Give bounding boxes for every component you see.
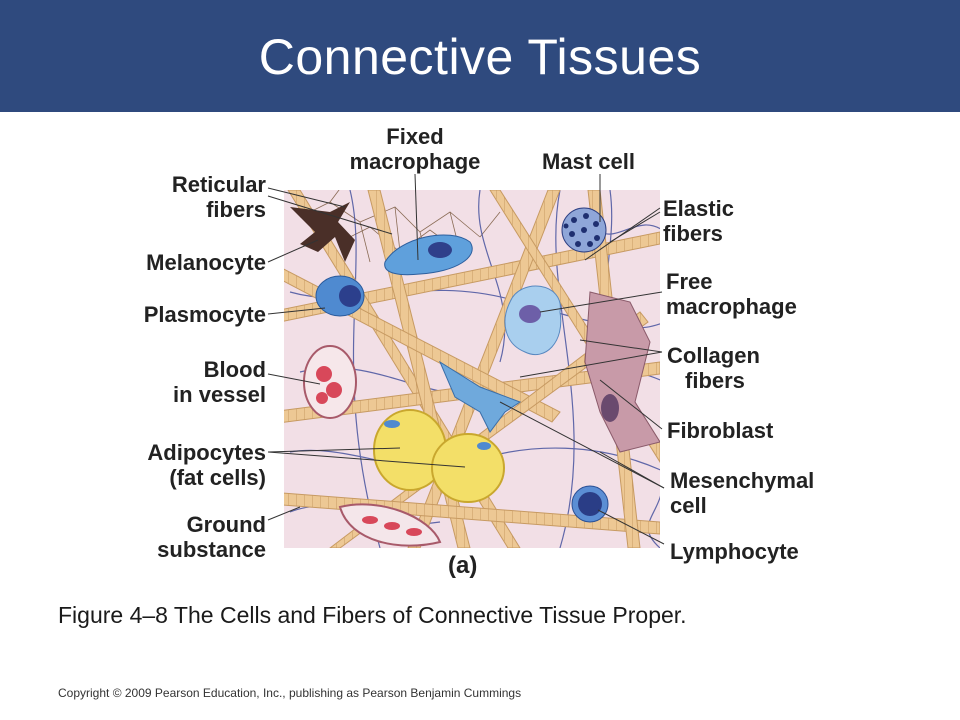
label-adipocytes: Adipocytes (fat cells) — [110, 440, 266, 490]
copyright-notice: Copyright © 2009 Pearson Education, Inc.… — [58, 686, 522, 700]
label-melanocyte-line1: Melanocyte — [146, 250, 266, 275]
leader-lines — [267, 173, 665, 545]
title-bar: Connective Tissues — [0, 0, 960, 112]
mast-cell — [561, 207, 607, 253]
label-fibroblast-line1: Fibroblast — [667, 418, 774, 443]
label-elastic-fibers-line2: fibers — [663, 221, 723, 246]
label-fixed-macrophage-line1: Fixed — [386, 124, 444, 149]
label-collagen-fibers: Collagen fibers — [667, 343, 760, 393]
plasmocyte-cell — [315, 275, 365, 317]
label-fixed-macrophage-line2: macrophage — [349, 149, 481, 174]
free-macrophage-cell — [504, 285, 562, 356]
label-free-macrophage: Free macrophage — [666, 269, 797, 319]
label-lymphocyte-line1: Lymphocyte — [670, 539, 799, 564]
label-mesenchymal-cell-line2: cell — [670, 493, 707, 518]
lymphocyte-cell — [571, 485, 609, 523]
lower-blood-vessel — [338, 503, 442, 547]
label-blood-in-vessel: Blood in vessel — [120, 357, 266, 407]
label-adipocytes-line1: Adipocytes — [147, 440, 266, 465]
connective-tissue-diagram: Fixed macrophage Mast cell Reticular fib… — [0, 112, 960, 592]
fixed-macrophage-cell — [384, 234, 473, 276]
label-mesenchymal-cell: Mesenchymal cell — [670, 468, 814, 518]
label-ground-substance-line1: Ground — [186, 512, 266, 537]
label-lymphocyte: Lymphocyte — [670, 539, 799, 564]
label-free-macrophage-line1: Free — [666, 269, 713, 294]
label-elastic-fibers: Elastic fibers — [663, 196, 734, 246]
label-reticular-fibers-line1: Reticular — [171, 172, 266, 197]
label-mast-cell-line1: Mast cell — [542, 149, 635, 174]
melanocyte-cell — [290, 202, 355, 262]
tissue-illustration — [267, 173, 665, 548]
label-free-macrophage-line2: macrophage — [666, 294, 797, 319]
mesenchymal-cell — [438, 360, 522, 433]
label-reticular-fibers-line2: fibers — [206, 197, 266, 222]
label-adipocytes-line2: (fat cells) — [169, 465, 266, 490]
label-ground-substance: Ground substance — [120, 512, 266, 562]
label-blood-in-vessel-line2: in vessel — [173, 382, 266, 407]
figure-caption: Figure 4–8 The Cells and Fibers of Conne… — [58, 602, 687, 628]
label-collagen-fibers-line2: fibers — [685, 368, 745, 393]
label-elastic-fibers-line1: Elastic — [663, 196, 734, 221]
label-blood-in-vessel-line1: Blood — [203, 357, 266, 382]
adipocytes-cells — [373, 409, 505, 503]
label-collagen-fibers-line1: Collagen — [667, 343, 760, 368]
label-plasmocyte: Plasmocyte — [100, 302, 266, 327]
label-ground-substance-line2: substance — [157, 537, 266, 562]
label-mesenchymal-cell-line1: Mesenchymal — [670, 468, 815, 493]
label-plasmocyte-line1: Plasmocyte — [143, 302, 266, 327]
label-melanocyte: Melanocyte — [100, 250, 266, 275]
label-fixed-macrophage: Fixed macrophage — [338, 124, 492, 174]
slide-title: Connective Tissues — [258, 29, 702, 85]
label-reticular-fibers: Reticular fibers — [130, 172, 266, 222]
blood-vessel — [303, 345, 357, 419]
panel-label: (a) — [448, 552, 478, 579]
label-mast-cell: Mast cell — [542, 149, 635, 174]
label-fibroblast: Fibroblast — [667, 418, 773, 443]
